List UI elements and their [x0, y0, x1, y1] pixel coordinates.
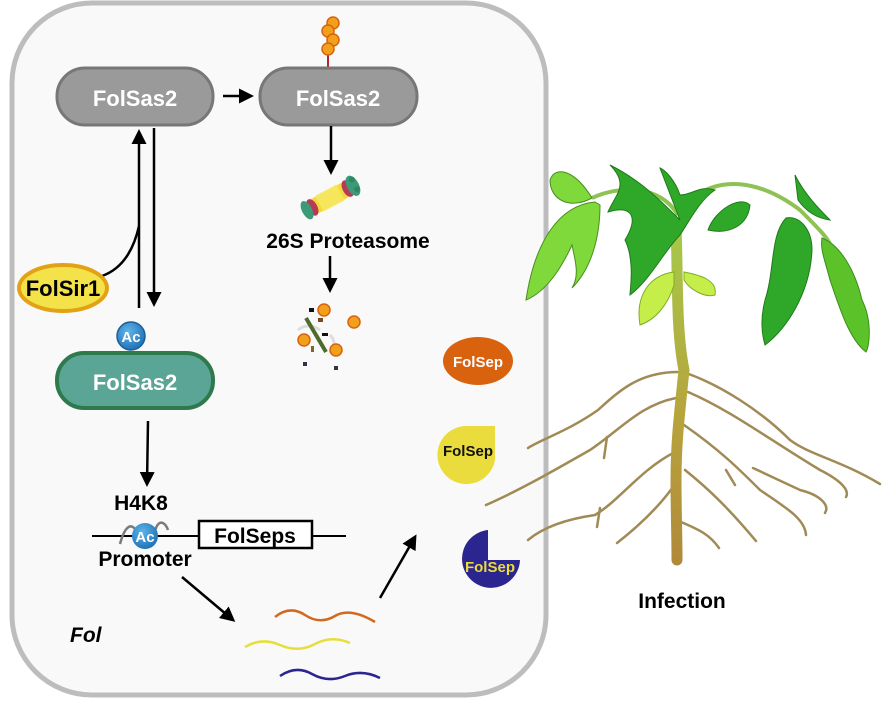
effector-label-3: FolSep — [465, 559, 515, 576]
folsas2-ubiquitinated-label: FolSas2 — [296, 86, 380, 111]
effector-label-1: FolSep — [453, 354, 503, 371]
folseps-gene-box: FolSeps — [197, 519, 314, 550]
promoter-acetyl-badge: Ac — [132, 523, 158, 549]
promoter-acetyl-label: Ac — [135, 529, 154, 546]
transcript-1 — [274, 609, 376, 624]
plant-stem — [670, 219, 690, 566]
effector-folsep-1: FolSep — [443, 337, 513, 385]
folsas2-acetylated-label: FolSas2 — [93, 370, 177, 395]
arrow-to-h4k8 — [139, 420, 155, 487]
transcripts — [244, 609, 381, 681]
h4k8-label: H4K8 — [114, 492, 168, 515]
folsir1-label: FolSir1 — [26, 276, 101, 301]
acetyl-group-badge: Ac — [116, 321, 146, 351]
leaf-center — [607, 164, 717, 297]
transcript-2 — [244, 638, 351, 650]
leaf-center-right — [707, 201, 751, 232]
infection-label: Infection — [638, 590, 726, 613]
transcript-3 — [279, 668, 381, 681]
degraded-protein-fragments-icon — [297, 303, 361, 370]
folsas2-ubiquitinated-node: FolSas2 — [258, 16, 419, 127]
polyubiquitin-chain-icon — [321, 16, 340, 56]
effector-folsep-3: FolSep — [462, 530, 520, 588]
organism-label: Fol — [70, 624, 103, 647]
arrow-to-transcripts — [181, 576, 236, 622]
proteasome-label: 26S Proteasome — [266, 230, 429, 253]
acetyl-label: Ac — [121, 329, 140, 346]
plant-branch-right — [688, 182, 832, 246]
tomato-plant-illustration — [484, 164, 882, 566]
folseps-gene-label: FolSeps — [214, 525, 296, 548]
leaf-right-far — [821, 237, 870, 353]
leaf-right-middle — [761, 217, 813, 346]
leaf-left-lower — [525, 201, 601, 301]
folsas2-deacetylated-node: FolSas2 — [55, 66, 215, 127]
folsas2-deacetylated-label: FolSas2 — [93, 86, 177, 111]
folsir1-connector — [101, 225, 141, 278]
plant-roots — [484, 370, 882, 550]
leaf-seedling-right — [683, 271, 716, 297]
proteasome-icon — [300, 175, 361, 220]
leaf-right-top — [794, 174, 832, 221]
folsir1-node: FolSir1 — [17, 263, 109, 313]
fungal-cell — [9, 0, 549, 698]
promoter-label: Promoter — [98, 548, 191, 571]
leaf-seedling-left — [638, 271, 675, 326]
leaf-left-upper — [549, 171, 593, 204]
folsas2-acetylated-node: FolSas2 — [55, 351, 215, 410]
arrow-to-secretion — [378, 534, 417, 599]
effector-folsep-2: FolSep — [437, 426, 495, 484]
effector-label-2: FolSep — [443, 443, 493, 460]
